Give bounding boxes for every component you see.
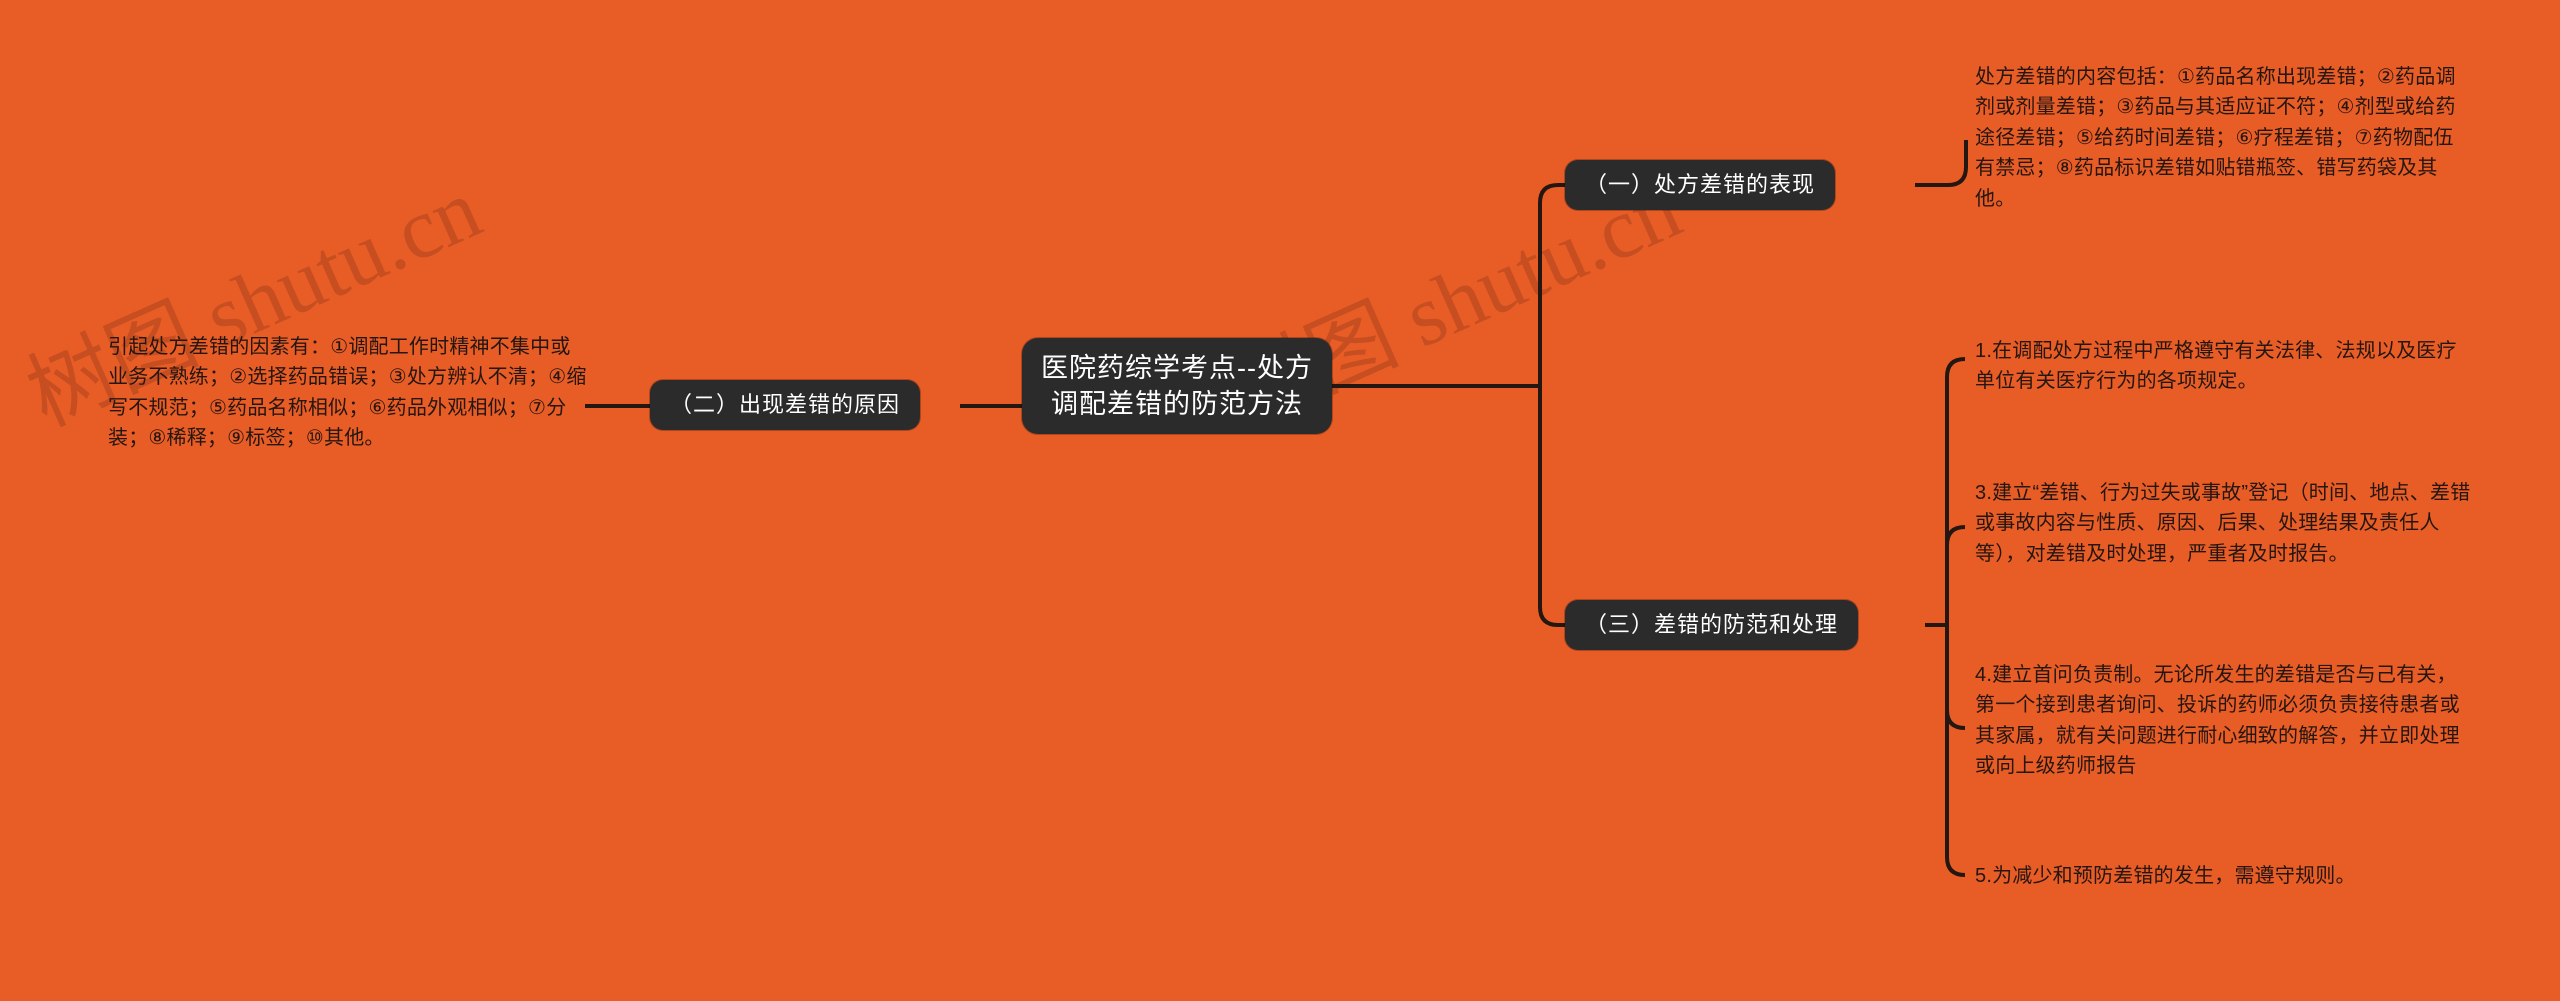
connector-trunk-right-lower	[1538, 386, 1565, 627]
branch-2-note: 引起处方差错的因素有：①调配工作时精神不集中或业务不熟练；②选择药品错误；③处方…	[108, 336, 587, 450]
branch-3-note-4: 4.建立首问负责制。无论所发生的差错是否与己有关，第一个接到患者询问、投诉的药师…	[1975, 664, 2460, 778]
branch-1-note: 处方差错的内容包括：①药品名称出现差错；②药品调剂或剂量差错；③药品与其适应证不…	[1975, 66, 2456, 210]
branch-3-note-1: 1.在调配处方过程中严格遵守有关法律、法规以及医疗单位有关医疗行为的各项规定。	[1975, 340, 2457, 393]
branch-node-1-label: （一）处方差错的表现	[1585, 172, 1816, 198]
branch-3-note-3: 3.建立“差错、行为过失或事故”登记（时间、地点、差错或事故内容与性质、原因、后…	[1975, 482, 2471, 565]
root-node-label: 医院药综学考点--处方调配差错的防范方法	[1041, 352, 1313, 419]
branch-node-3[interactable]: （三）差错的防范和处理	[1565, 600, 1859, 650]
connector-trunk-right	[1538, 183, 1565, 386]
branch-node-1[interactable]: （一）处方差错的表现	[1565, 160, 1836, 210]
root-node[interactable]: 医院药综学考点--处方调配差错的防范方法	[1022, 338, 1332, 434]
branch-3-note-5: 5.为减少和预防差错的发生，需遵守规则。	[1975, 865, 2356, 887]
connector-b3-item4	[1945, 625, 1966, 730]
connector-b3-trunk-lower	[1945, 625, 1966, 877]
connector-b1-to-text	[1915, 140, 1968, 187]
connector-b3-trunk	[1945, 357, 1966, 625]
branch-node-3-label: （三）差错的防范和处理	[1585, 612, 1839, 638]
branch-node-2-label: （二）出现差错的原因	[670, 392, 901, 418]
branch-node-2[interactable]: （二）出现差错的原因	[650, 380, 921, 430]
connector-b3-item3	[1945, 525, 1966, 546]
